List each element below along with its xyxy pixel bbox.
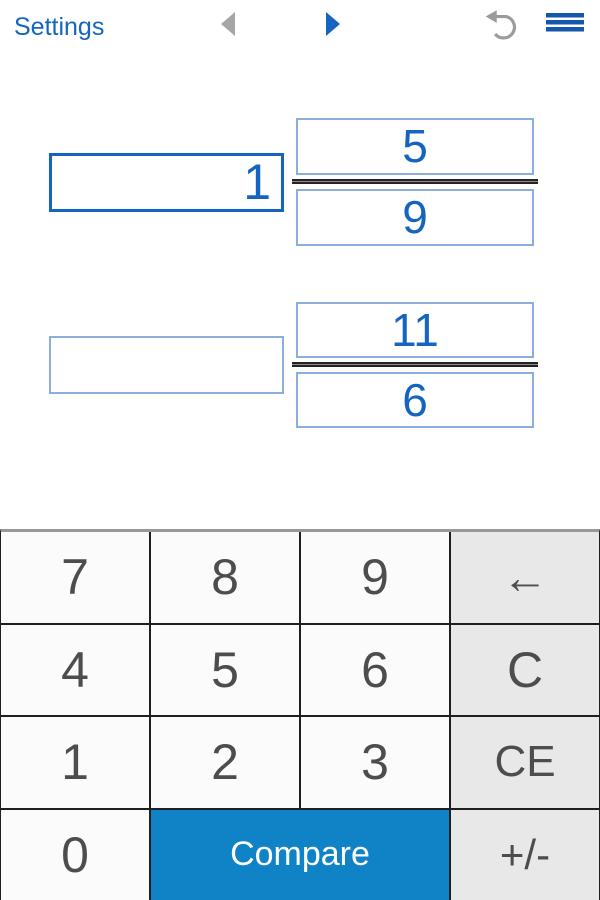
clear-key[interactable]: C <box>451 624 599 715</box>
key-8[interactable]: 8 <box>151 532 299 623</box>
key-1[interactable]: 1 <box>1 717 149 808</box>
fraction1-bar <box>292 179 538 184</box>
fraction2-numerator-input[interactable]: 11 <box>296 302 534 358</box>
fraction1-denominator-input[interactable]: 9 <box>296 189 534 246</box>
backspace-key[interactable]: ← <box>451 532 599 623</box>
settings-link[interactable]: Settings <box>14 13 105 41</box>
key-4[interactable]: 4 <box>1 624 149 715</box>
fraction2-whole-number-input[interactable] <box>49 336 284 394</box>
fraction2-bar <box>292 362 538 367</box>
forward-arrow-icon[interactable] <box>324 11 342 42</box>
numeric-keypad: 7 8 9 ← 4 5 6 C 1 2 3 CE 0 Compare +/- <box>0 529 600 900</box>
compare-button[interactable]: Compare <box>151 809 449 900</box>
key-0[interactable]: 0 <box>1 809 149 900</box>
key-2[interactable]: 2 <box>151 717 299 808</box>
key-9[interactable]: 9 <box>301 532 449 623</box>
key-7[interactable]: 7 <box>1 532 149 623</box>
key-5[interactable]: 5 <box>151 624 299 715</box>
fraction1-numerator-input[interactable]: 5 <box>296 118 534 175</box>
undo-icon[interactable] <box>483 6 521 49</box>
key-3[interactable]: 3 <box>301 717 449 808</box>
fraction1-whole-number-input[interactable]: 1 <box>49 153 284 212</box>
fraction2-denominator-input[interactable]: 6 <box>296 372 534 428</box>
menu-icon[interactable] <box>546 13 584 37</box>
back-arrow-icon[interactable] <box>219 11 237 42</box>
plus-minus-key[interactable]: +/- <box>451 809 599 900</box>
clear-entry-key[interactable]: CE <box>451 717 599 808</box>
key-6[interactable]: 6 <box>301 624 449 715</box>
